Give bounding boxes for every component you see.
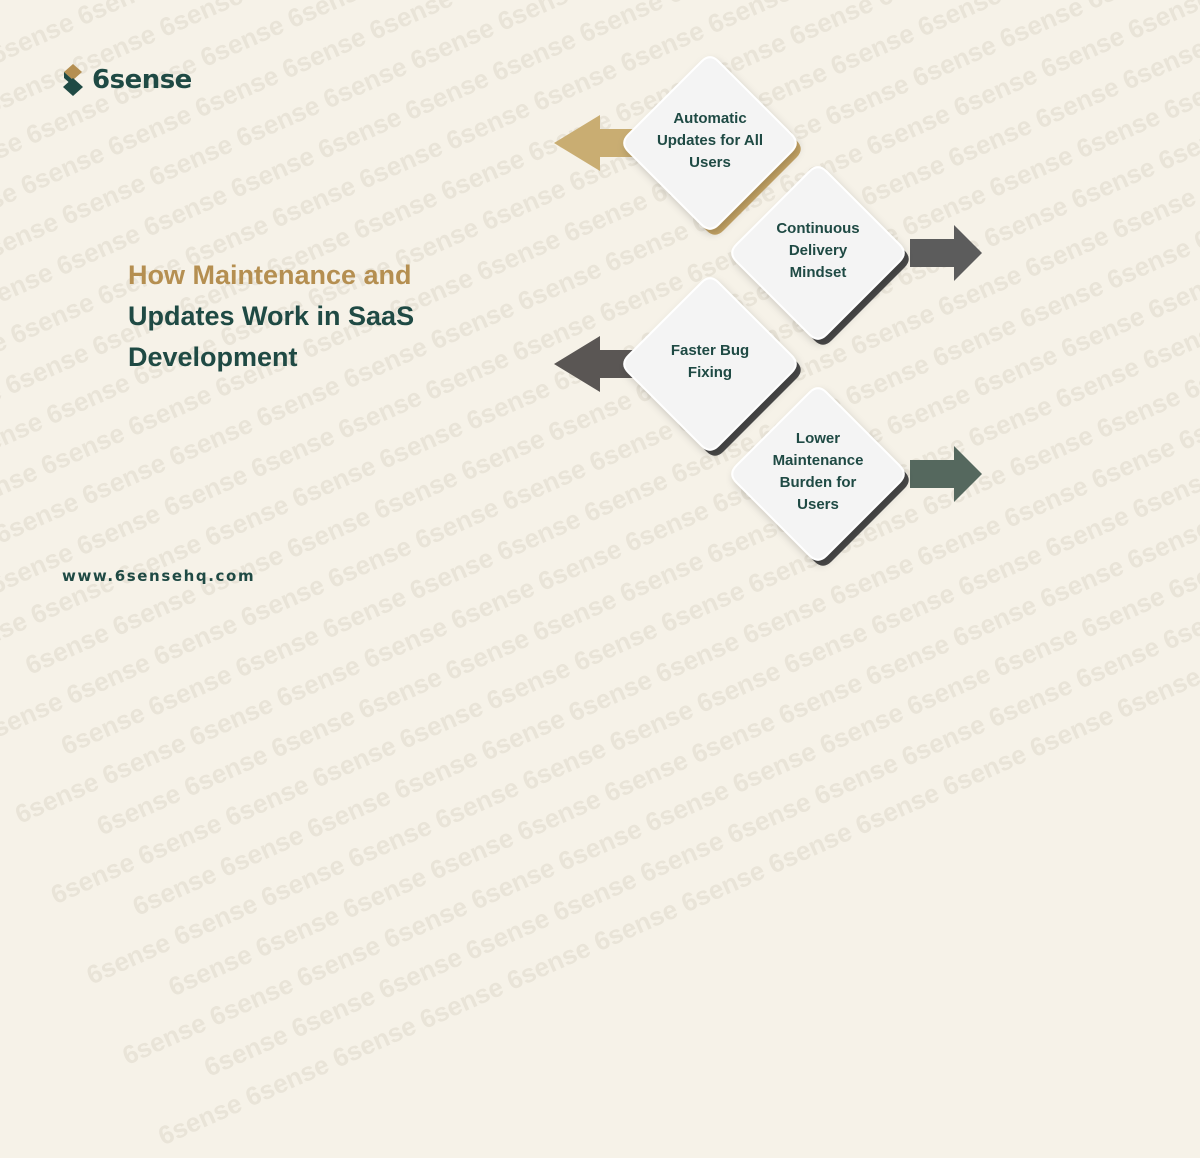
headline-line-1: How Maintenance and (128, 260, 412, 290)
diamond-card (623, 56, 797, 230)
step-1 (554, 56, 801, 235)
step-label-line: Maintenance (772, 452, 864, 469)
arrow-left-icon (554, 336, 644, 392)
step-label-line: Mindset (789, 264, 847, 281)
logo-icon (63, 64, 83, 96)
diamond-card (731, 166, 905, 340)
headline-line-2: Updates Work in SaaS (128, 301, 415, 331)
website-url: www.6sensehq.com (62, 567, 256, 585)
step-label-line: Updates for All (656, 132, 764, 149)
step-label-line: Continuous (776, 220, 860, 237)
step-label-line: Automatic (673, 110, 747, 127)
step-label-line: Users (689, 154, 731, 171)
step-label-line: Fixing (687, 364, 733, 381)
diamond-card (731, 387, 905, 561)
diamond-card (623, 277, 797, 451)
step-label-line: Delivery (788, 242, 848, 259)
step-label-line: Users (797, 496, 839, 513)
brand-name: 6sense (92, 65, 192, 95)
step-label-line: Burden for (779, 474, 857, 491)
step-3 (554, 277, 801, 456)
arrow-right-icon (910, 446, 982, 502)
arrow-right-icon (910, 225, 982, 281)
arrow-left-icon (554, 115, 644, 171)
steps-diagram (554, 56, 982, 566)
step-2 (731, 166, 982, 345)
step-4 (731, 387, 982, 566)
headline: How Maintenance and Updates Work in SaaS… (128, 255, 488, 378)
step-label-line: Lower (795, 430, 841, 447)
watermark-row: 6sense 6sense 6sense 6sense 6sense 6sens… (235, 362, 1200, 1158)
headline-line-3: Development (128, 342, 298, 372)
brand-logo: 6sense (62, 64, 192, 96)
step-label-line: Faster Bug (670, 342, 750, 359)
